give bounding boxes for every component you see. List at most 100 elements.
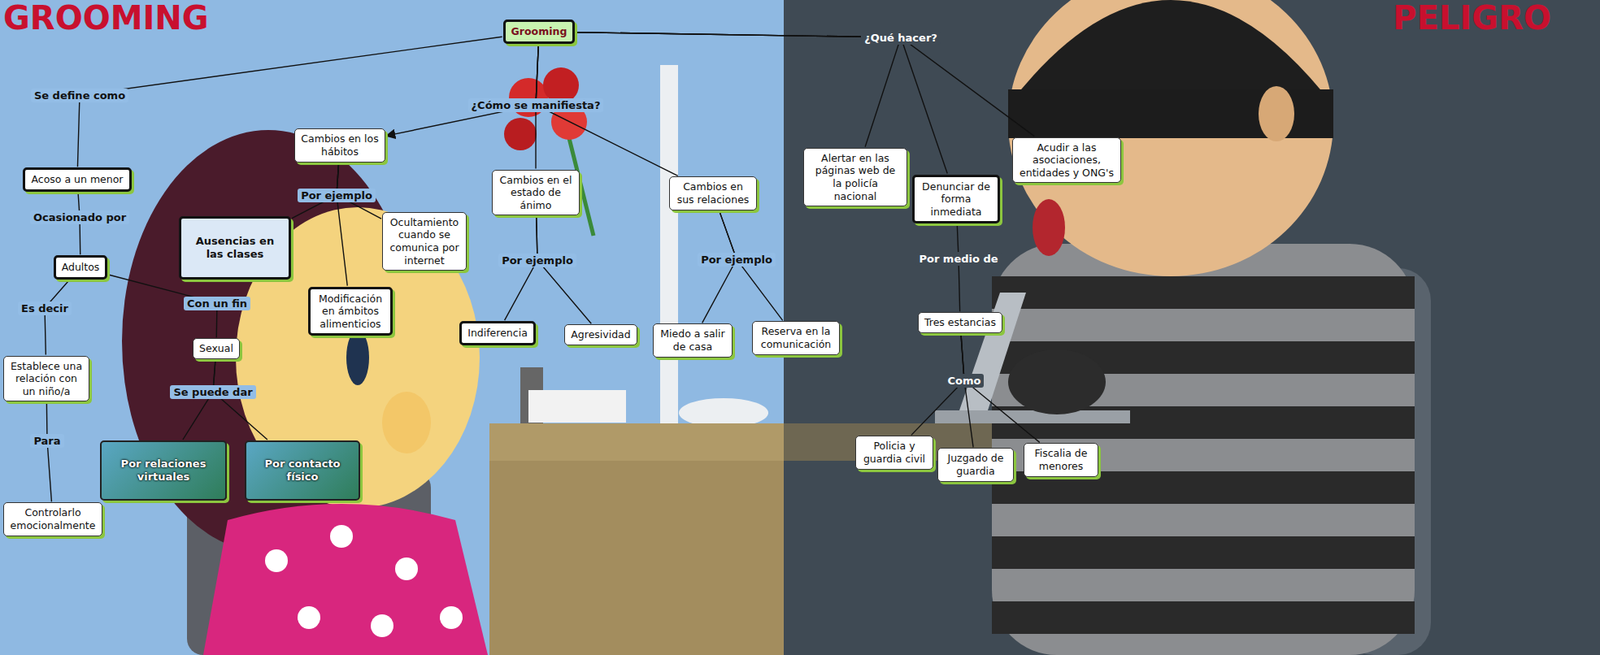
node-text: Adultos [61, 260, 100, 274]
dress-dot [297, 606, 321, 630]
linking-phrase: Es decir [17, 301, 72, 316]
concept-box: Juzgado de guardia [937, 447, 1014, 482]
concept-box: Indiferencia [459, 321, 536, 346]
diagram-title: GROOMING [3, 1, 209, 35]
node-text: Agresividad [570, 328, 631, 342]
laptop-base [934, 410, 1131, 424]
concept-box: Miedo a salir de casa [652, 323, 733, 357]
dress-dot [395, 557, 418, 581]
concept-box: Adultos [53, 255, 109, 280]
connector-line [44, 280, 70, 356]
monitor-pole [660, 65, 679, 424]
node-text: Grooming [511, 25, 568, 39]
node-text: Juzgado de guardia [943, 452, 1008, 478]
node-text: Cambios en los hábitos [300, 132, 379, 158]
connector-line [504, 216, 538, 321]
light-panel [0, 0, 784, 655]
girl-eye [346, 330, 370, 386]
thief-head [1008, 0, 1334, 277]
connector-line [536, 216, 592, 324]
connector-line [960, 334, 1040, 444]
node-text: Ocultamiento cuando se comunica por inte… [388, 216, 461, 268]
node-text: Controlarlo emocionalmente [9, 506, 96, 532]
thief-body [991, 243, 1415, 655]
connector-line [182, 360, 216, 440]
body-stripe [991, 276, 1415, 309]
connector-line [77, 36, 502, 167]
concept-box: Sexual [192, 338, 240, 360]
concept-box: Acoso a un menor [22, 167, 131, 192]
node-text: Reserva en la comunicación [758, 325, 834, 351]
dark-panel [783, 0, 1600, 655]
warning-heading: PELIGRO [1392, 1, 1552, 35]
linking-phrase: Por ejemplo [498, 253, 577, 268]
concept-box: Modificación en ámbitos alimenticios [308, 286, 393, 337]
connector-line [960, 334, 974, 448]
connector-line [386, 44, 539, 136]
node-text: Fiscalia de menores [1030, 447, 1092, 473]
concept-box: Ocultamiento cuando se comunica por inte… [382, 212, 467, 272]
node-text: Acoso a un menor [30, 173, 123, 187]
linking-phrase: Con un fin [183, 296, 251, 311]
concept-box: Establece una relación con un niño/a [3, 356, 90, 403]
girl-dress [203, 504, 488, 655]
desk-front [489, 460, 784, 655]
connector-line [702, 211, 737, 324]
girl-hand [382, 391, 431, 454]
concept-box: Cambios en sus relaciones [669, 176, 757, 210]
linking-phrase: Se define como [30, 88, 129, 103]
root-concept: Grooming [503, 19, 576, 44]
node-text: Denunciar de forma inmediata [920, 180, 992, 219]
thief-glove [1008, 349, 1106, 415]
concept-box: Reserva en la comunicación [752, 321, 840, 355]
connector-line [575, 32, 1035, 137]
dress-dot [439, 606, 463, 630]
node-text: Cambios en sus relaciones [675, 180, 751, 206]
node-text: Acudir a las asociaciones, entidades y O… [1018, 141, 1115, 180]
concept-box: Policia y guardia civil [855, 435, 934, 470]
concept-box: Denunciar de forma inmediata [912, 174, 1000, 225]
concept-box: Acudir a las asociaciones, entidades y O… [1012, 137, 1122, 184]
monitor-base [678, 398, 769, 428]
dress-dot [265, 549, 288, 573]
node-text: Indiferencia [467, 326, 528, 340]
node-text: Tres estancias [924, 316, 996, 330]
connector-line [956, 224, 960, 312]
connector-line [575, 32, 901, 148]
linking-phrase: Por ejemplo [697, 252, 776, 267]
node-text: Por relaciones virtuales [107, 457, 220, 485]
thief-ear [1258, 86, 1295, 142]
node-text: Alertar en las páginas web de la policía… [809, 152, 901, 204]
linking-phrase: Se puede dar [169, 385, 256, 400]
dress-dot [330, 525, 353, 548]
dress-dot [370, 614, 394, 638]
linking-phrase: ¿Qué hacer? [860, 30, 941, 45]
concept-box: Cambios en los hábitos [294, 128, 386, 162]
node-text: Por contacto físico [252, 457, 353, 485]
concept-box: Cambios en el estado de ánimo [491, 169, 580, 217]
connector-line [46, 402, 52, 502]
concept-box: Fiscalia de menores [1023, 443, 1099, 477]
node-text: Ausencias en las clases [186, 234, 283, 262]
connector-line [213, 360, 268, 440]
node-text: Modificación en ámbitos alimenticios [316, 292, 385, 331]
thief-mouth [1032, 199, 1066, 257]
image-concept: Por contacto físico [244, 440, 361, 501]
body-stripe [991, 601, 1415, 635]
concept-box: Alertar en las páginas web de la policía… [803, 147, 908, 208]
flower [504, 117, 537, 151]
image-concept: Por relaciones virtuales [100, 440, 227, 501]
linking-phrase: ¿Cómo se manifiesta? [468, 98, 605, 113]
connector-line [336, 163, 348, 287]
linking-phrase: Ocasionado por [30, 210, 130, 225]
linking-phrase: Por ejemplo [297, 188, 376, 203]
concept-box: Tres estancias [917, 312, 1003, 334]
body-stripe [991, 536, 1415, 570]
paper-stack [528, 390, 627, 423]
node-text: Sexual [199, 342, 234, 356]
concept-box: Controlarlo emocionalmente [3, 502, 103, 536]
linking-phrase: Para [30, 434, 64, 448]
image-concept: Ausencias en las clases [178, 216, 292, 280]
node-text: Cambios en el estado de ánimo [498, 173, 574, 213]
